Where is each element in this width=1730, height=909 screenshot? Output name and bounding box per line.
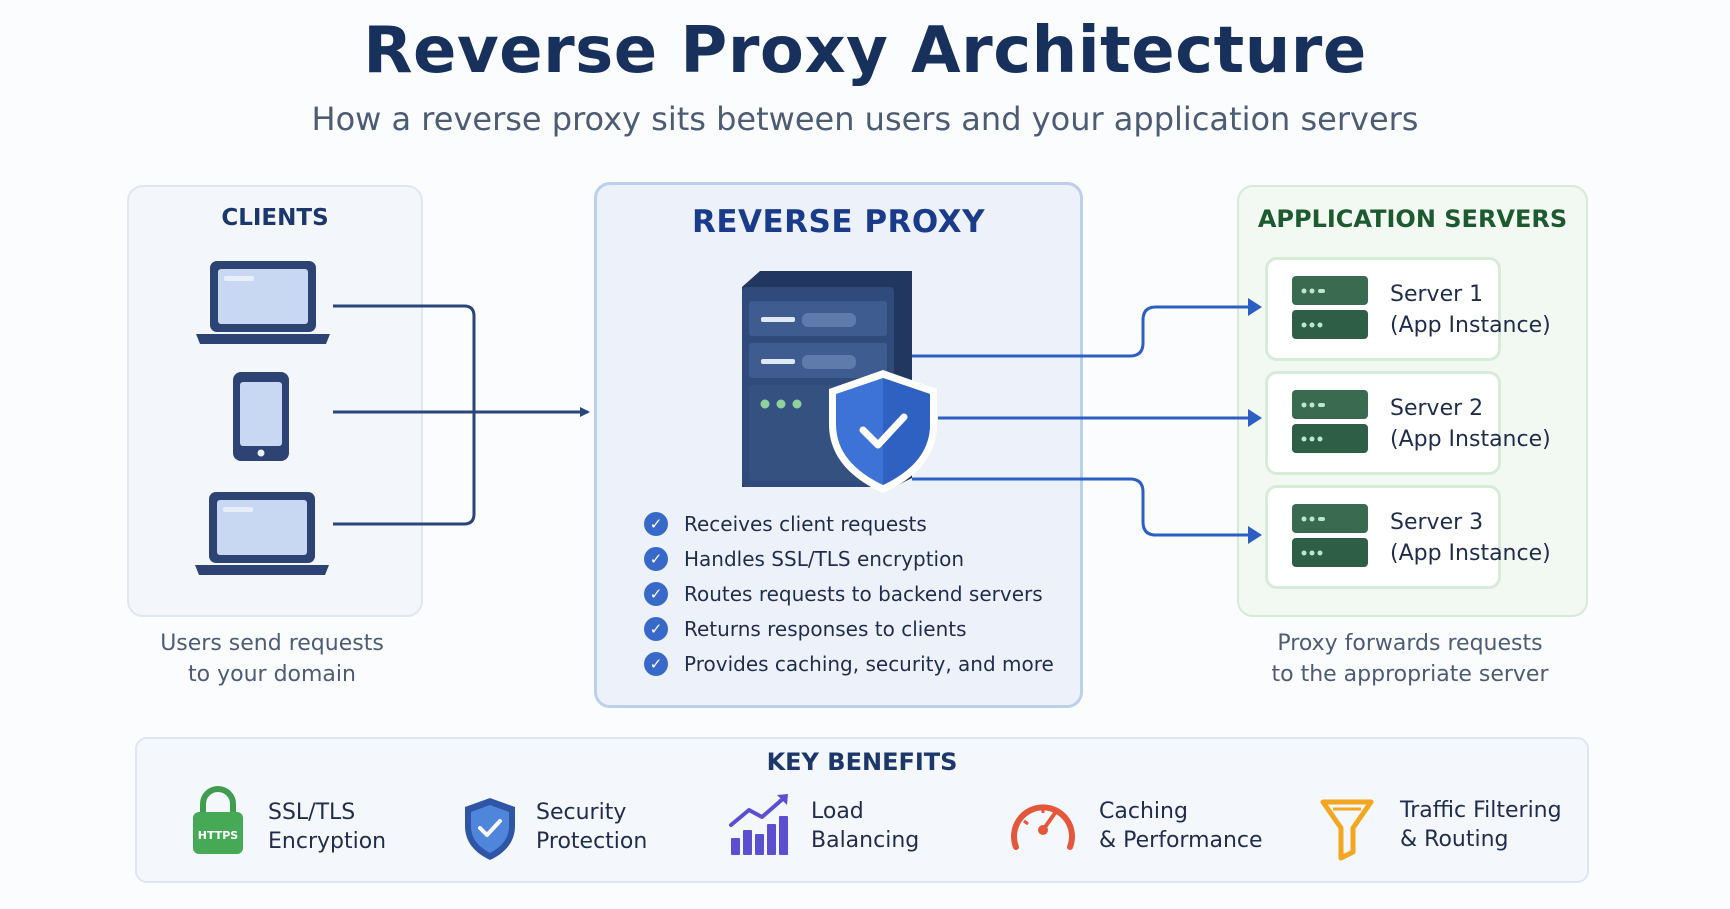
benefit-traffic-filtering: Traffic Filtering & Routing <box>1400 796 1562 854</box>
key-benefits-title: KEY BENEFITS <box>766 748 958 776</box>
proxy-feature: ✓ Receives client requests <box>644 509 927 539</box>
client-connector <box>333 304 590 526</box>
page-subtitle: How a reverse proxy sits between users a… <box>311 100 1419 138</box>
feature-text: Provides caching, security, and more <box>684 652 1054 676</box>
benefit-line: Balancing <box>811 828 920 853</box>
benefit-line: Traffic Filtering <box>1400 798 1562 823</box>
page-title: Reverse Proxy Architecture <box>363 14 1367 88</box>
caption-line: to the appropriate server <box>1271 662 1549 687</box>
check-icon: ✓ <box>644 512 668 536</box>
proxy-feature: ✓ Routes requests to backend servers <box>644 579 1043 609</box>
https-badge-text: HTTPS <box>198 829 239 842</box>
benefit-line: Protection <box>536 829 648 854</box>
benefit-line: & Routing <box>1400 827 1509 852</box>
benefit-load-balancing: Load Balancing <box>811 797 919 855</box>
funnel-icon <box>1320 799 1374 861</box>
feature-text: Returns responses to clients <box>684 617 967 641</box>
benefit-caching: Caching & Performance <box>1099 797 1263 855</box>
benefit-icons: HTTPS <box>193 786 1374 861</box>
server-name: Server 1 <box>1390 282 1484 307</box>
shield-check-icon <box>829 370 937 493</box>
check-icon: ✓ <box>644 582 668 606</box>
benefit-line: Caching <box>1099 799 1188 824</box>
laptop-icon <box>195 492 329 575</box>
server-name: Server 2 <box>1390 396 1484 421</box>
caption-line: Proxy forwards requests <box>1277 631 1543 656</box>
server-3-label: Server 3 (App Instance) <box>1390 507 1551 569</box>
benefit-security: Security Protection <box>536 798 647 856</box>
server-card-3 <box>1265 485 1501 589</box>
reverse-proxy-title: REVERSE PROXY <box>691 204 986 240</box>
check-icon: ✓ <box>644 652 668 676</box>
clients-caption: Users send requests to your domain <box>127 628 417 690</box>
caption-line: Users send requests <box>160 631 384 656</box>
server-role: (App Instance) <box>1390 541 1551 566</box>
servers-caption: Proxy forwards requests to the appropria… <box>1232 628 1588 690</box>
server-2-label: Server 2 (App Instance) <box>1390 393 1551 455</box>
server-card-2 <box>1265 371 1501 475</box>
benefit-line: Encryption <box>268 829 387 854</box>
speedometer-icon <box>1011 804 1075 850</box>
server-role: (App Instance) <box>1390 313 1551 338</box>
shield-check-icon <box>465 798 515 860</box>
feature-text: Handles SSL/TLS encryption <box>684 547 965 571</box>
server-rack-icons-overlay <box>1292 276 1368 567</box>
benefit-line: SSL/TLS <box>268 800 356 825</box>
check-icon: ✓ <box>644 617 668 641</box>
phone-icon <box>233 372 289 461</box>
feature-text: Routes requests to backend servers <box>684 582 1043 606</box>
application-servers-title: APPLICATION SERVERS <box>1257 205 1568 233</box>
proxy-feature: ✓ Provides caching, security, and more <box>644 649 1054 679</box>
server-role: (App Instance) <box>1390 427 1551 452</box>
server-connector <box>912 305 1253 537</box>
server-1-label: Server 1 (App Instance) <box>1390 279 1551 341</box>
https-lock-icon: HTTPS <box>193 786 243 854</box>
benefit-ssl-tls: SSL/TLS Encryption <box>268 798 386 856</box>
check-icon: ✓ <box>644 547 668 571</box>
server-name: Server 3 <box>1390 510 1484 535</box>
bar-chart-icon <box>729 794 788 855</box>
laptop-icon <box>196 261 330 344</box>
proxy-feature: ✓ Returns responses to clients <box>644 614 967 644</box>
proxy-feature: ✓ Handles SSL/TLS encryption <box>644 544 964 574</box>
benefit-line: Security <box>536 800 627 825</box>
arrowheads <box>1248 298 1262 544</box>
benefit-line: & Performance <box>1099 828 1263 853</box>
feature-text: Receives client requests <box>684 512 927 536</box>
caption-line: to your domain <box>188 662 356 687</box>
clients-title: CLIENTS <box>221 205 329 231</box>
server-card-1 <box>1265 257 1501 361</box>
benefit-line: Load <box>811 799 864 824</box>
